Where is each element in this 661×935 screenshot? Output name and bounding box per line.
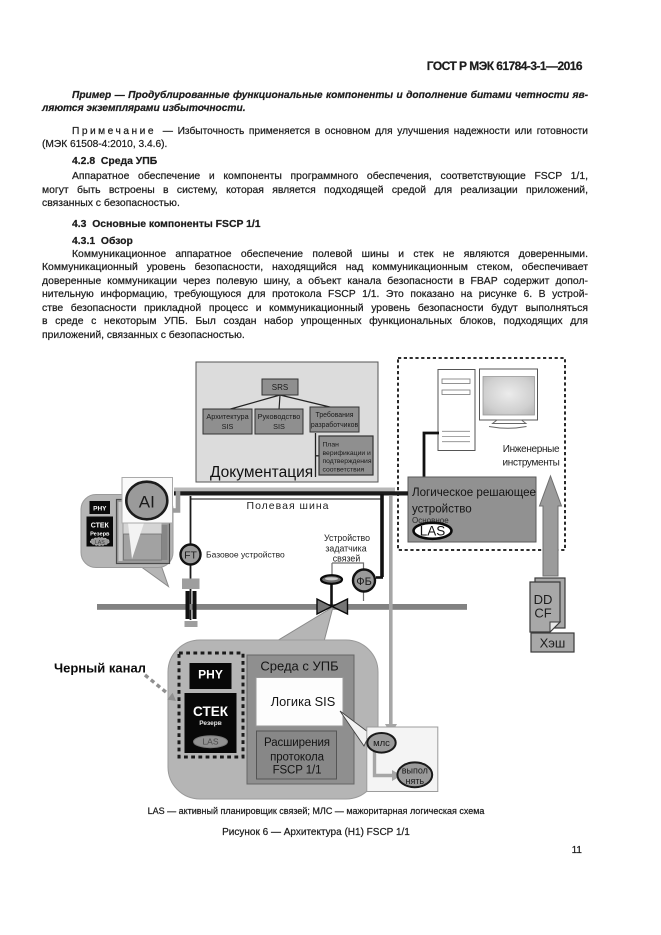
svg-text:Среда с УПБ: Среда с УПБ [260,659,338,674]
svg-text:разработчиков: разработчиков [311,421,359,429]
svg-text:Документация: Документация [210,464,313,481]
svg-text:LAS: LAS [202,737,218,747]
svg-text:ФБ: ФБ [356,576,372,588]
svg-text:FSCP 1/1: FSCP 1/1 [273,765,322,777]
svg-text:подтверждения: подтверждения [323,458,372,465]
svg-text:нять: нять [405,776,424,786]
svg-text:FT: FT [184,550,197,562]
svg-text:Хэш: Хэш [540,636,566,651]
svg-text:План: План [323,442,340,449]
svg-text:SRS: SRS [272,383,288,392]
svg-text:Руководство: Руководство [258,412,301,421]
svg-text:Логика SIS: Логика SIS [271,694,336,709]
svg-text:задатчика: задатчика [325,544,366,554]
svg-text:Резерв: Резерв [199,720,222,727]
svg-text:верификации и: верификации и [323,450,372,457]
svg-text:PHY: PHY [198,668,223,682]
svg-text:LAS: LAS [420,523,446,538]
svg-text:Черный канал: Черный канал [54,661,146,676]
svg-text:Резерв: Резерв [90,532,110,538]
svg-text:LAS: LAS [95,540,105,546]
svg-text:инструменты: инструменты [503,458,560,469]
svg-text:Требования: Требования [316,411,354,419]
svg-text:Основное: Основное [412,516,449,525]
svg-text:Базовое устройство: Базовое устройство [206,550,285,560]
svg-text:выпол: выпол [402,766,428,776]
svg-text:соответствия: соответствия [323,466,365,473]
svg-text:SIS: SIS [222,422,234,431]
svg-text:протокола: протокола [270,752,325,764]
svg-text:млс: млс [373,738,390,749]
svg-text:Расширения: Расширения [264,737,330,749]
svg-text:СТЕК: СТЕК [193,704,229,719]
svg-text:Инженерные: Инженерные [503,444,560,455]
svg-text:Устройство: Устройство [324,533,370,543]
svg-text:устройство: устройство [412,503,472,516]
svg-text:Архитектура: Архитектура [206,412,249,421]
svg-text:Логическое решающее: Логическое решающее [412,486,536,499]
svg-text:DD: DD [534,592,553,607]
svg-text:Полевая шина: Полевая шина [247,500,330,512]
svg-text:связей: связей [333,554,361,564]
svg-text:CF: CF [534,606,551,621]
svg-text:AI: AI [139,493,155,512]
svg-text:SIS: SIS [273,422,285,431]
svg-text:PHY: PHY [93,506,107,513]
svg-text:СТЕК: СТЕК [91,523,110,530]
